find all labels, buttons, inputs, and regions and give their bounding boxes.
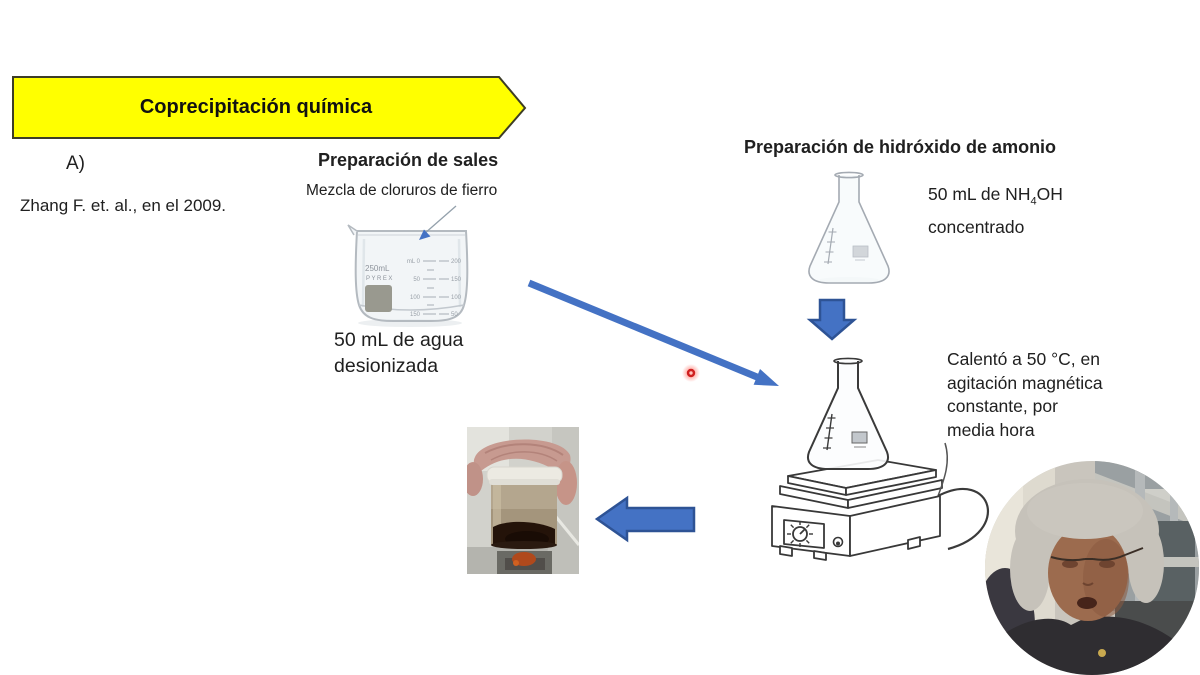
result-photo	[467, 427, 579, 574]
scale-right-1: 150	[451, 277, 462, 283]
scale-right-3: 50	[451, 312, 458, 318]
scale-right-2: 100	[451, 295, 462, 301]
heating-note-line4: media hora	[947, 419, 1035, 440]
beaker-caption-line2: desionizada	[334, 355, 439, 377]
heating-note-line1: Calentó a 50 °C, en	[947, 349, 1100, 369]
diagonal-flow-arrow	[527, 279, 779, 386]
scale-right-0: 200	[451, 259, 462, 265]
ammonia-note-line1: 50 mL de NH4OH	[928, 182, 1063, 215]
banner-arrow-shape	[12, 76, 527, 139]
flask-label-patch	[851, 431, 868, 444]
beaker-caption-line1: 50 mL de agua	[334, 329, 464, 351]
beaker-illustration: 250mL PYREX mL 0 50 100 150 200 150 100 …	[347, 224, 469, 327]
laser-pointer-dot	[682, 364, 700, 382]
stirrer-body	[771, 459, 943, 561]
slide-title: Coprecipitación química	[139, 96, 373, 118]
flask-ammonia	[808, 171, 890, 284]
webcam-video	[985, 461, 1199, 675]
flask-glass	[807, 357, 889, 470]
down-block-arrow	[806, 298, 858, 341]
photo-container	[486, 466, 563, 549]
heating-note: Calentó a 50 °C, en agitación magnética …	[947, 348, 1103, 442]
scale-left-3: 150	[410, 312, 421, 318]
stirrer-knob	[787, 521, 813, 547]
citation-text: Zhang F. et. al., en el 2009.	[20, 196, 227, 215]
beaker-printed-label: 250mL PYREX	[365, 264, 394, 282]
scale-left-0: mL 0	[407, 259, 421, 265]
ammonia-note-pre: 50 mL de NH	[928, 184, 1031, 204]
flask-glass	[808, 171, 890, 284]
beaker-gray-patch	[365, 285, 392, 312]
heating-note-line3: constante, por	[947, 396, 1058, 416]
scale-left-2: 100	[410, 295, 421, 301]
stirrer-power-button	[832, 536, 844, 548]
salts-subnote: Mezcla de cloruros de fierro	[306, 182, 498, 199]
beaker-volume-label: 250mL	[365, 264, 390, 273]
beaker-brand-label: PYREX	[366, 276, 394, 282]
flask-heating	[807, 357, 889, 470]
title-banner	[12, 76, 527, 139]
webcam-person	[985, 479, 1191, 675]
flask-label-patch	[852, 245, 869, 258]
stirrer-cable	[937, 442, 990, 551]
beaker-caption: 50 mL de agua desionizada	[334, 327, 463, 379]
ammonia-heading: Preparación de hidróxido de amonio	[744, 137, 1057, 157]
glasses	[1050, 547, 1144, 562]
salts-heading: Preparación de sales	[318, 150, 499, 170]
ammonia-note-line2: concentrado	[928, 216, 1025, 237]
ammonia-note: 50 mL de NH4OH concentrado	[928, 182, 1063, 240]
ammonia-note-subscript: 4	[1030, 195, 1037, 208]
left-block-arrow	[594, 495, 696, 543]
beaker-scale: mL 0 50 100 150 200 150 100 50	[407, 259, 462, 318]
section-marker: A)	[66, 153, 85, 174]
scale-left-1: 50	[413, 277, 420, 283]
heating-note-line2: agitación magnética	[947, 372, 1103, 393]
ammonia-note-post: OH	[1036, 184, 1063, 204]
webcam-overlay	[985, 461, 1199, 675]
